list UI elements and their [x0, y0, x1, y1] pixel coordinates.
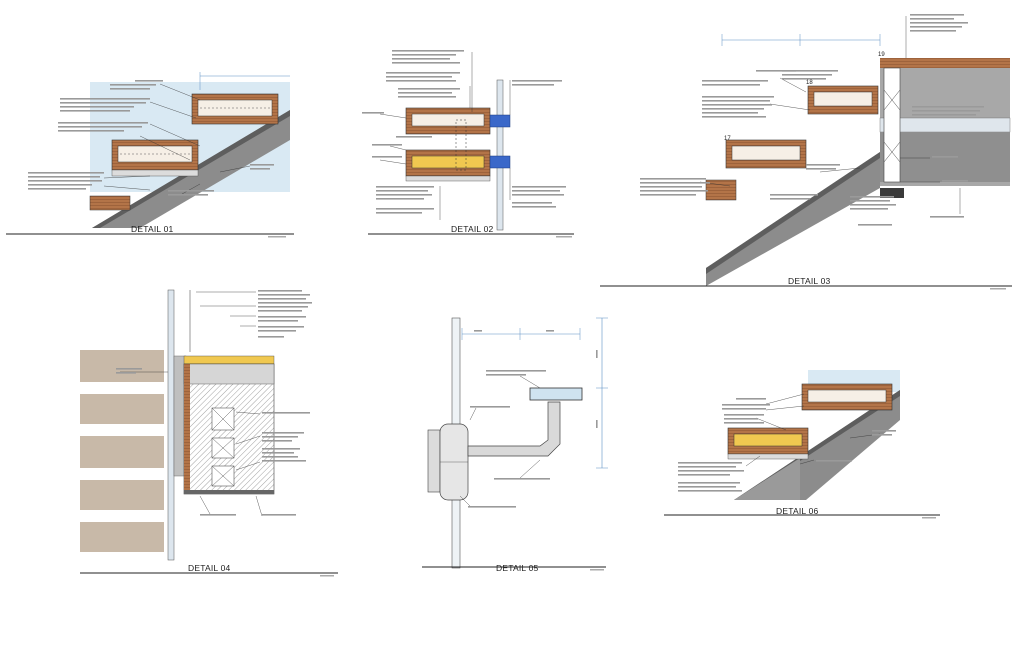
- detail-03-drawing: 17 18 19: [600, 14, 1012, 290]
- detail-06-drawing: [664, 370, 940, 519]
- detail-01-title: DETAIL 01: [131, 224, 174, 234]
- detail-04-drawing: [80, 289, 338, 577]
- detail-05-drawing: [422, 317, 608, 571]
- cladding-panel: [80, 436, 164, 468]
- step-number: 19: [878, 52, 885, 58]
- detail-05-title: DETAIL 05: [496, 563, 539, 573]
- cladding-panel: [80, 522, 164, 552]
- handrail: [529, 387, 583, 401]
- step-number: 18: [806, 80, 813, 86]
- step-number: 17: [724, 136, 731, 142]
- detail-02-title: DETAIL 02: [451, 224, 494, 234]
- cladding-panel: [80, 350, 164, 382]
- detail-01-drawing: [6, 72, 294, 238]
- handrail-bracket: [467, 401, 561, 457]
- detail-02-drawing: [362, 50, 574, 238]
- detail-03-title: DETAIL 03: [788, 276, 831, 286]
- detail-04-title: DETAIL 04: [188, 563, 231, 573]
- detail-06-title: DETAIL 06: [776, 506, 819, 516]
- cladding-panel: [80, 480, 164, 510]
- cladding-panel: [80, 394, 164, 424]
